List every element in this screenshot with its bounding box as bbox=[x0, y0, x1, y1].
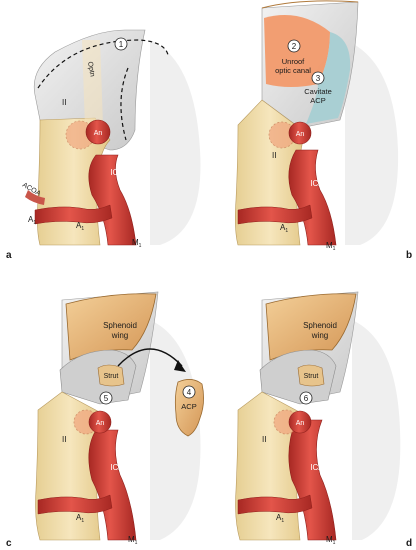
panel-c: 4 ACP 5 Sphenoid wing Strut II An ICA A1… bbox=[6, 291, 204, 549]
cn-ii-label: II bbox=[62, 435, 66, 444]
step-1-label: 1 bbox=[119, 40, 124, 49]
aneurysm-label: An bbox=[96, 420, 105, 427]
a1-artery bbox=[237, 204, 313, 225]
optic-sheath bbox=[82, 40, 103, 128]
aneurysm-label: An bbox=[94, 130, 103, 137]
strut-label: Strut bbox=[104, 373, 119, 380]
panel-a: 1 Optn II An ICA ACOA A1 A1 M1 a bbox=[6, 29, 201, 261]
removed-acp-fragment bbox=[174, 379, 204, 437]
a1-label: A1 bbox=[276, 513, 284, 524]
ica-label: ICA bbox=[110, 168, 124, 177]
ica-artery bbox=[288, 149, 337, 246]
step-6-label: 6 bbox=[304, 394, 309, 403]
aneurysm bbox=[288, 121, 312, 145]
step-2-label: 2 bbox=[292, 42, 297, 51]
cn-ii-label: II bbox=[62, 98, 66, 107]
step-1-marker bbox=[114, 37, 128, 51]
panel-b-letter: b bbox=[406, 250, 412, 261]
step-6-marker bbox=[299, 391, 313, 405]
optic-strut bbox=[297, 364, 325, 387]
optic-strut bbox=[97, 364, 125, 387]
drill-boundary-outer bbox=[37, 39, 169, 89]
aneurysm-label: An bbox=[296, 131, 305, 138]
ica-label: ICA bbox=[310, 179, 324, 188]
ica-label: ICA bbox=[110, 463, 124, 472]
step-4-label: 4 bbox=[187, 388, 192, 397]
unroof-label-2: optic canal bbox=[275, 66, 311, 75]
cavitate-label-2: ACP bbox=[310, 96, 325, 105]
panel-c-letter: c bbox=[6, 538, 12, 549]
a1-artery bbox=[37, 494, 113, 515]
background-shading bbox=[352, 320, 401, 540]
sphenoid-label-2: wing bbox=[311, 331, 328, 340]
aneurysm bbox=[85, 119, 111, 145]
m1-label: M1 bbox=[128, 535, 138, 546]
m1-label: M1 bbox=[132, 238, 142, 249]
step-5-label: 5 bbox=[104, 394, 109, 403]
panel-b: 2 Unroof optic canal 3 Cavitate ACP II A… bbox=[235, 0, 412, 261]
background-shading bbox=[150, 40, 201, 245]
m1-label: M1 bbox=[326, 535, 336, 546]
ica-artery bbox=[288, 419, 337, 541]
arrow-head bbox=[174, 360, 186, 372]
panel-d: 6 Sphenoid wing Strut II An ICA A1 M1 d bbox=[235, 291, 412, 549]
panel-d-letter: d bbox=[406, 538, 412, 549]
cn-ii-label: II bbox=[272, 151, 276, 160]
acoa-artery bbox=[25, 190, 45, 205]
step-3-label: 3 bbox=[316, 74, 321, 83]
a1-label: A1 bbox=[28, 215, 36, 226]
a1-label: A1 bbox=[280, 223, 288, 234]
step-5-marker bbox=[99, 391, 113, 405]
step-3-marker bbox=[311, 71, 325, 85]
m1-label: M1 bbox=[326, 241, 336, 252]
optn-label: Optn bbox=[86, 61, 96, 77]
panel-a-letter: a bbox=[6, 250, 12, 261]
drill-boundary-inner bbox=[120, 67, 129, 141]
strut-label: Strut bbox=[304, 373, 319, 380]
unroofed-canal bbox=[259, 349, 337, 405]
background-shading bbox=[150, 320, 201, 540]
sphenoid-label-2: wing bbox=[111, 331, 128, 340]
ica-label: ICA bbox=[310, 463, 324, 472]
unroofed-canal bbox=[59, 349, 137, 405]
removal-arrow bbox=[117, 348, 183, 367]
aneurysm bbox=[88, 410, 112, 434]
a1-artery bbox=[34, 204, 113, 225]
sphenoid-edge bbox=[261, 0, 359, 9]
ica-artery bbox=[88, 154, 137, 246]
a1-label-2: A1 bbox=[76, 221, 84, 232]
sphenoid-label-1: Sphenoid bbox=[103, 321, 137, 330]
cavitate-area bbox=[306, 32, 351, 124]
aneurysm bbox=[288, 410, 312, 434]
a1-label: A1 bbox=[76, 513, 84, 524]
acp-label: ACP bbox=[181, 402, 196, 411]
cn-ii-label: II bbox=[262, 435, 266, 444]
a1-artery bbox=[237, 494, 313, 515]
sphenoid-label-1: Sphenoid bbox=[303, 321, 337, 330]
aneurysm-label: An bbox=[296, 420, 305, 427]
cavitate-label-1: Cavitate bbox=[304, 87, 332, 96]
background-shading bbox=[345, 40, 399, 245]
step-2-marker bbox=[287, 39, 301, 53]
unroof-label-1: Unroof bbox=[282, 57, 305, 66]
ica-artery bbox=[88, 429, 137, 541]
step-4-marker bbox=[182, 385, 196, 399]
